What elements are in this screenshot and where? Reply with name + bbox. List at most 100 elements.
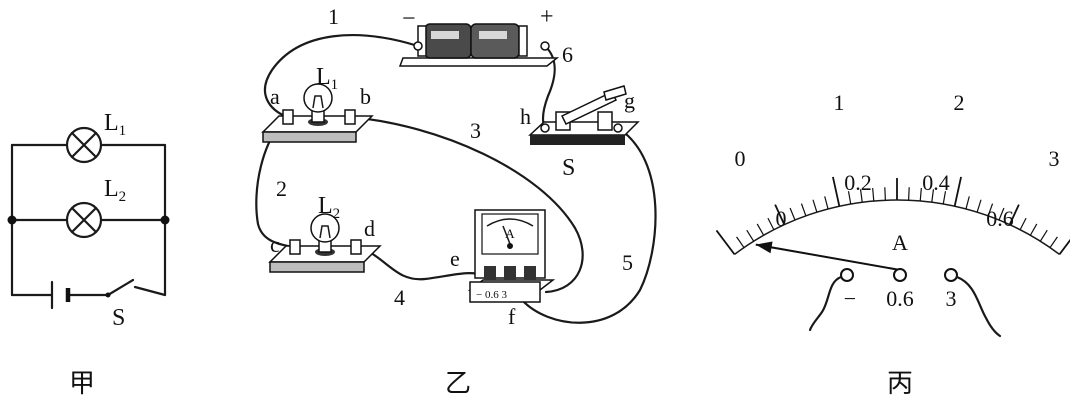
- meter-tick: [736, 236, 745, 248]
- scale-inner-0.6: 0.6: [986, 206, 1014, 231]
- label-terminal-f: f: [508, 304, 516, 329]
- meter-letter-a: A: [892, 230, 908, 255]
- label-switch-s: S: [112, 305, 125, 331]
- meter-tick: [908, 187, 910, 201]
- meter-tick: [715, 229, 736, 255]
- caption-bing: 丙: [887, 369, 913, 399]
- battery-holder: − +: [398, 4, 560, 67]
- meter-tick: [1029, 223, 1038, 236]
- meter-terminal-0.6: [893, 268, 907, 282]
- label-switch-s-physical: S: [562, 155, 575, 181]
- caption-jia: 甲: [69, 369, 95, 399]
- meter-tick: [767, 217, 775, 230]
- label-terminal-g: g: [624, 88, 635, 113]
- battery-symbol: [50, 280, 71, 310]
- label-l2: L2: [104, 176, 126, 205]
- knife-switch: h g S: [520, 85, 640, 181]
- scale-inner-0.4: 0.4: [922, 170, 950, 195]
- lamp-l1-board: L1 a b: [261, 64, 374, 143]
- label-terminal-e: e: [450, 246, 460, 271]
- meter-tick: [919, 187, 922, 202]
- label-terminal-b: b: [360, 84, 371, 109]
- battery-plus-sign: +: [540, 4, 554, 30]
- label-terminal-h: h: [520, 104, 531, 129]
- meter-tick: [800, 203, 807, 217]
- terminal-a-post: [282, 109, 294, 125]
- terminal-e-post: [484, 266, 496, 280]
- label-terminal-a: a: [270, 84, 280, 109]
- battery-minus-sign: −: [402, 6, 416, 32]
- battery-neg-terminal: [413, 41, 423, 51]
- meter-tick: [1039, 229, 1048, 242]
- label-wire-5: 5: [622, 250, 633, 275]
- terminal-label-3: 3: [946, 286, 957, 311]
- label-terminal-c: c: [270, 232, 280, 257]
- label-wire-4: 4: [394, 285, 405, 310]
- switch-handle: [603, 85, 627, 101]
- terminal-f-post: [524, 266, 536, 280]
- meter-terminals: [808, 268, 1002, 338]
- meter-tick: [931, 189, 935, 203]
- label-wire-2: 2: [276, 176, 287, 201]
- meter-terminal-3: [944, 268, 958, 282]
- ammeter: A − 0.6 3 e f: [450, 209, 556, 329]
- terminal-c-post: [289, 239, 301, 255]
- meter-tick: [953, 176, 962, 207]
- scale-outer-3: 3: [1049, 146, 1060, 171]
- label-wire-1: 1: [328, 4, 339, 29]
- meter-tick: [1019, 217, 1027, 230]
- terminal-d-post: [350, 239, 362, 255]
- terminal-b-post: [344, 109, 356, 125]
- meter-tick: [965, 196, 970, 210]
- junction-dot-left: [7, 215, 17, 225]
- label-wire-3: 3: [470, 118, 481, 143]
- junction-dot-right: [160, 215, 170, 225]
- bulb-l1: [303, 83, 333, 113]
- meter-tick: [756, 223, 765, 236]
- panel-bing-meter: 0 1 2 3 0 0.2 0.4 0.6 A − 0.6 3 丙: [715, 90, 1070, 399]
- meter-tick: [774, 204, 786, 226]
- scale-inner-0.2: 0.2: [844, 170, 872, 195]
- meter-tick: [832, 176, 841, 207]
- label-l1: L1: [104, 110, 126, 139]
- meter-scale-ticks: [715, 176, 1070, 255]
- lamp-l1-symbol: [65, 126, 103, 164]
- scale-outer-0: 0: [735, 146, 746, 171]
- terminal-g-post: [613, 123, 623, 133]
- label-wire-6: 6: [562, 42, 573, 67]
- meter-tick: [998, 207, 1005, 221]
- meter-terminal-minus: [840, 268, 854, 282]
- caption-yi: 乙: [445, 369, 471, 399]
- scale-inner-0: 0: [776, 206, 787, 231]
- meter-tick: [987, 203, 994, 217]
- ammeter-face-letter: A: [505, 226, 515, 241]
- lamp-l2-symbol: [65, 201, 103, 239]
- meter-tick: [872, 187, 875, 202]
- label-terminal-d: d: [364, 216, 375, 241]
- connecting-wires: [255, 34, 657, 324]
- panel-jia-schematic: L1 L2 S 甲: [7, 110, 170, 399]
- bulb-l2: [310, 213, 340, 243]
- lamp-l2-board: L2 c d: [268, 193, 382, 273]
- meter-tick: [1049, 236, 1058, 248]
- meter-tick: [884, 187, 886, 201]
- label-l1-physical: L1: [316, 64, 338, 93]
- scale-outer-2: 2: [954, 90, 965, 115]
- terminal-label-0.6: 0.6: [886, 286, 914, 311]
- meter-pointer: [755, 241, 901, 271]
- terminal-label-minus: −: [844, 286, 856, 311]
- meter-tick: [824, 196, 829, 210]
- meter-tick: [789, 207, 796, 221]
- meter-tick: [976, 199, 982, 213]
- meter-tick: [859, 189, 863, 203]
- label-l2-physical: L2: [318, 193, 340, 222]
- battery-pos-terminal: [540, 41, 550, 51]
- meter-tick: [847, 191, 852, 205]
- terminal-h-post: [540, 123, 550, 133]
- meter-tick: [812, 199, 818, 213]
- ammeter-terminal-labels: − 0.6 3: [476, 289, 507, 301]
- meter-tick: [942, 191, 947, 205]
- scale-outer-1: 1: [834, 90, 845, 115]
- meter-tick: [1058, 238, 1070, 255]
